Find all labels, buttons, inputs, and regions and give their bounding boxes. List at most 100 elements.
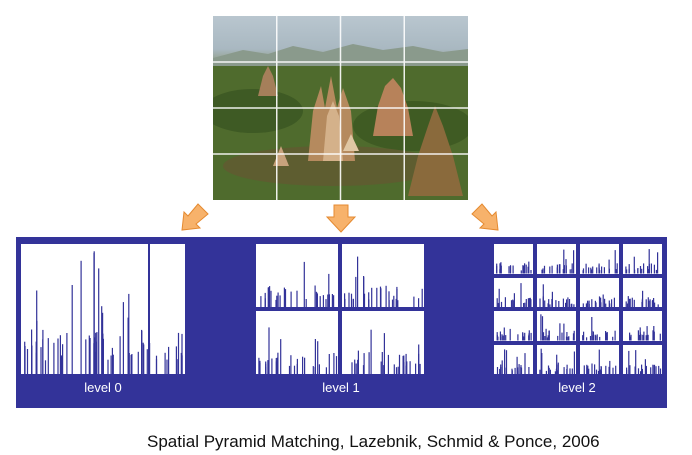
histogram-bar [626,303,628,307]
histogram-bar [628,350,630,374]
histogram-bar [181,355,183,374]
level-1-label: level 1 [322,380,360,395]
histogram-bar [527,297,529,307]
histogram-bar [503,327,505,341]
histogram-bar [627,295,629,307]
histogram-bar [605,303,607,307]
histogram-bar [496,335,498,341]
histogram-bar [566,368,568,374]
histogram-bar [637,367,640,374]
histogram-bar [314,366,316,374]
histogram-bar [561,332,563,341]
histogram-bar [659,333,661,341]
histogram-bar [314,285,316,307]
histogram-bar [523,302,525,307]
histogram-bar [563,366,565,374]
histogram-bar [130,354,132,374]
histogram-bars [496,327,532,341]
histogram-bar [530,298,532,307]
histogram-bar [641,298,643,307]
histogram-bar [418,344,420,374]
histogram-bar [596,267,598,274]
histogram-bar [363,293,366,307]
histogram-bar [362,365,365,374]
histogram-bar [509,266,512,274]
histogram-bar [629,364,631,374]
histogram-bar [582,302,584,307]
histogram-bar [612,336,614,341]
histogram-bar [605,331,607,341]
histogram-bar [514,367,516,374]
histogram-bar [505,349,508,374]
histogram-bar [524,263,526,274]
histogram-bar [599,336,601,341]
histogram-bar [608,300,610,307]
histogram-bar [290,291,292,307]
histogram-bar [520,366,522,374]
histogram-bar [357,256,359,307]
histogram-bar [625,300,627,307]
histogram-bar [60,356,63,374]
histogram-cell [623,311,662,341]
histogram-bar [296,290,298,307]
histogram-bar [634,366,636,374]
histogram-bars [626,349,662,374]
histogram-bar [312,366,314,374]
histogram-bar [643,263,645,274]
histogram-bar [522,333,524,341]
histogram-bar [391,299,394,307]
histogram-bar [355,276,357,307]
histogram-bar [260,296,262,307]
histogram-bar [629,336,632,341]
histogram-bar [548,367,550,374]
histogram-bar [524,352,526,374]
histogram-bar [122,302,124,374]
histogram-bar [512,299,514,307]
histogram-bar [175,346,177,374]
histogram-cell [580,311,619,341]
histogram-bar [563,323,565,341]
histogram-bar [110,355,112,374]
histogram-bar [600,297,602,307]
histogram-bar [641,268,643,274]
histogram-bar [643,336,645,341]
histogram-bar [502,335,504,341]
histogram-bar [608,366,610,374]
histogram-bar [368,352,370,374]
histogram-bar [403,362,405,374]
histogram-bar [629,298,631,307]
histogram-bar [520,367,523,374]
histogram-bar [528,298,530,307]
histogram-bar [591,317,593,341]
arrow-down-icon [325,204,357,233]
histogram-bar [501,359,503,374]
histogram-bar [563,249,565,274]
histogram-bar [540,314,542,341]
histogram-bar [589,336,592,341]
histogram-bar [40,347,42,374]
histogram-bar [657,303,659,307]
histogram-bar [646,326,648,341]
histogram-bar [571,263,573,274]
histogram-bar [588,300,590,307]
histogram-bar [616,263,618,274]
histogram-bar [269,286,271,307]
histogram-bar [652,330,654,341]
histogram-bar [528,261,530,274]
histogram-bar [598,268,600,274]
histogram-bar [594,363,596,374]
histogram-bar [549,369,551,374]
histogram-bar [96,332,98,374]
histogram-bar [635,349,637,374]
histogram-bars [629,326,661,341]
histogram-bar [397,300,399,307]
histogram-bar [554,370,556,374]
histogram-bar [524,302,526,307]
histogram-bar [633,256,635,274]
histogram-bar [421,288,423,307]
histogram-bar [583,364,585,374]
histogram-bar [525,264,527,274]
histogram-bar [496,297,498,307]
histogram-bar [567,296,569,307]
histogram-bar [569,367,571,374]
